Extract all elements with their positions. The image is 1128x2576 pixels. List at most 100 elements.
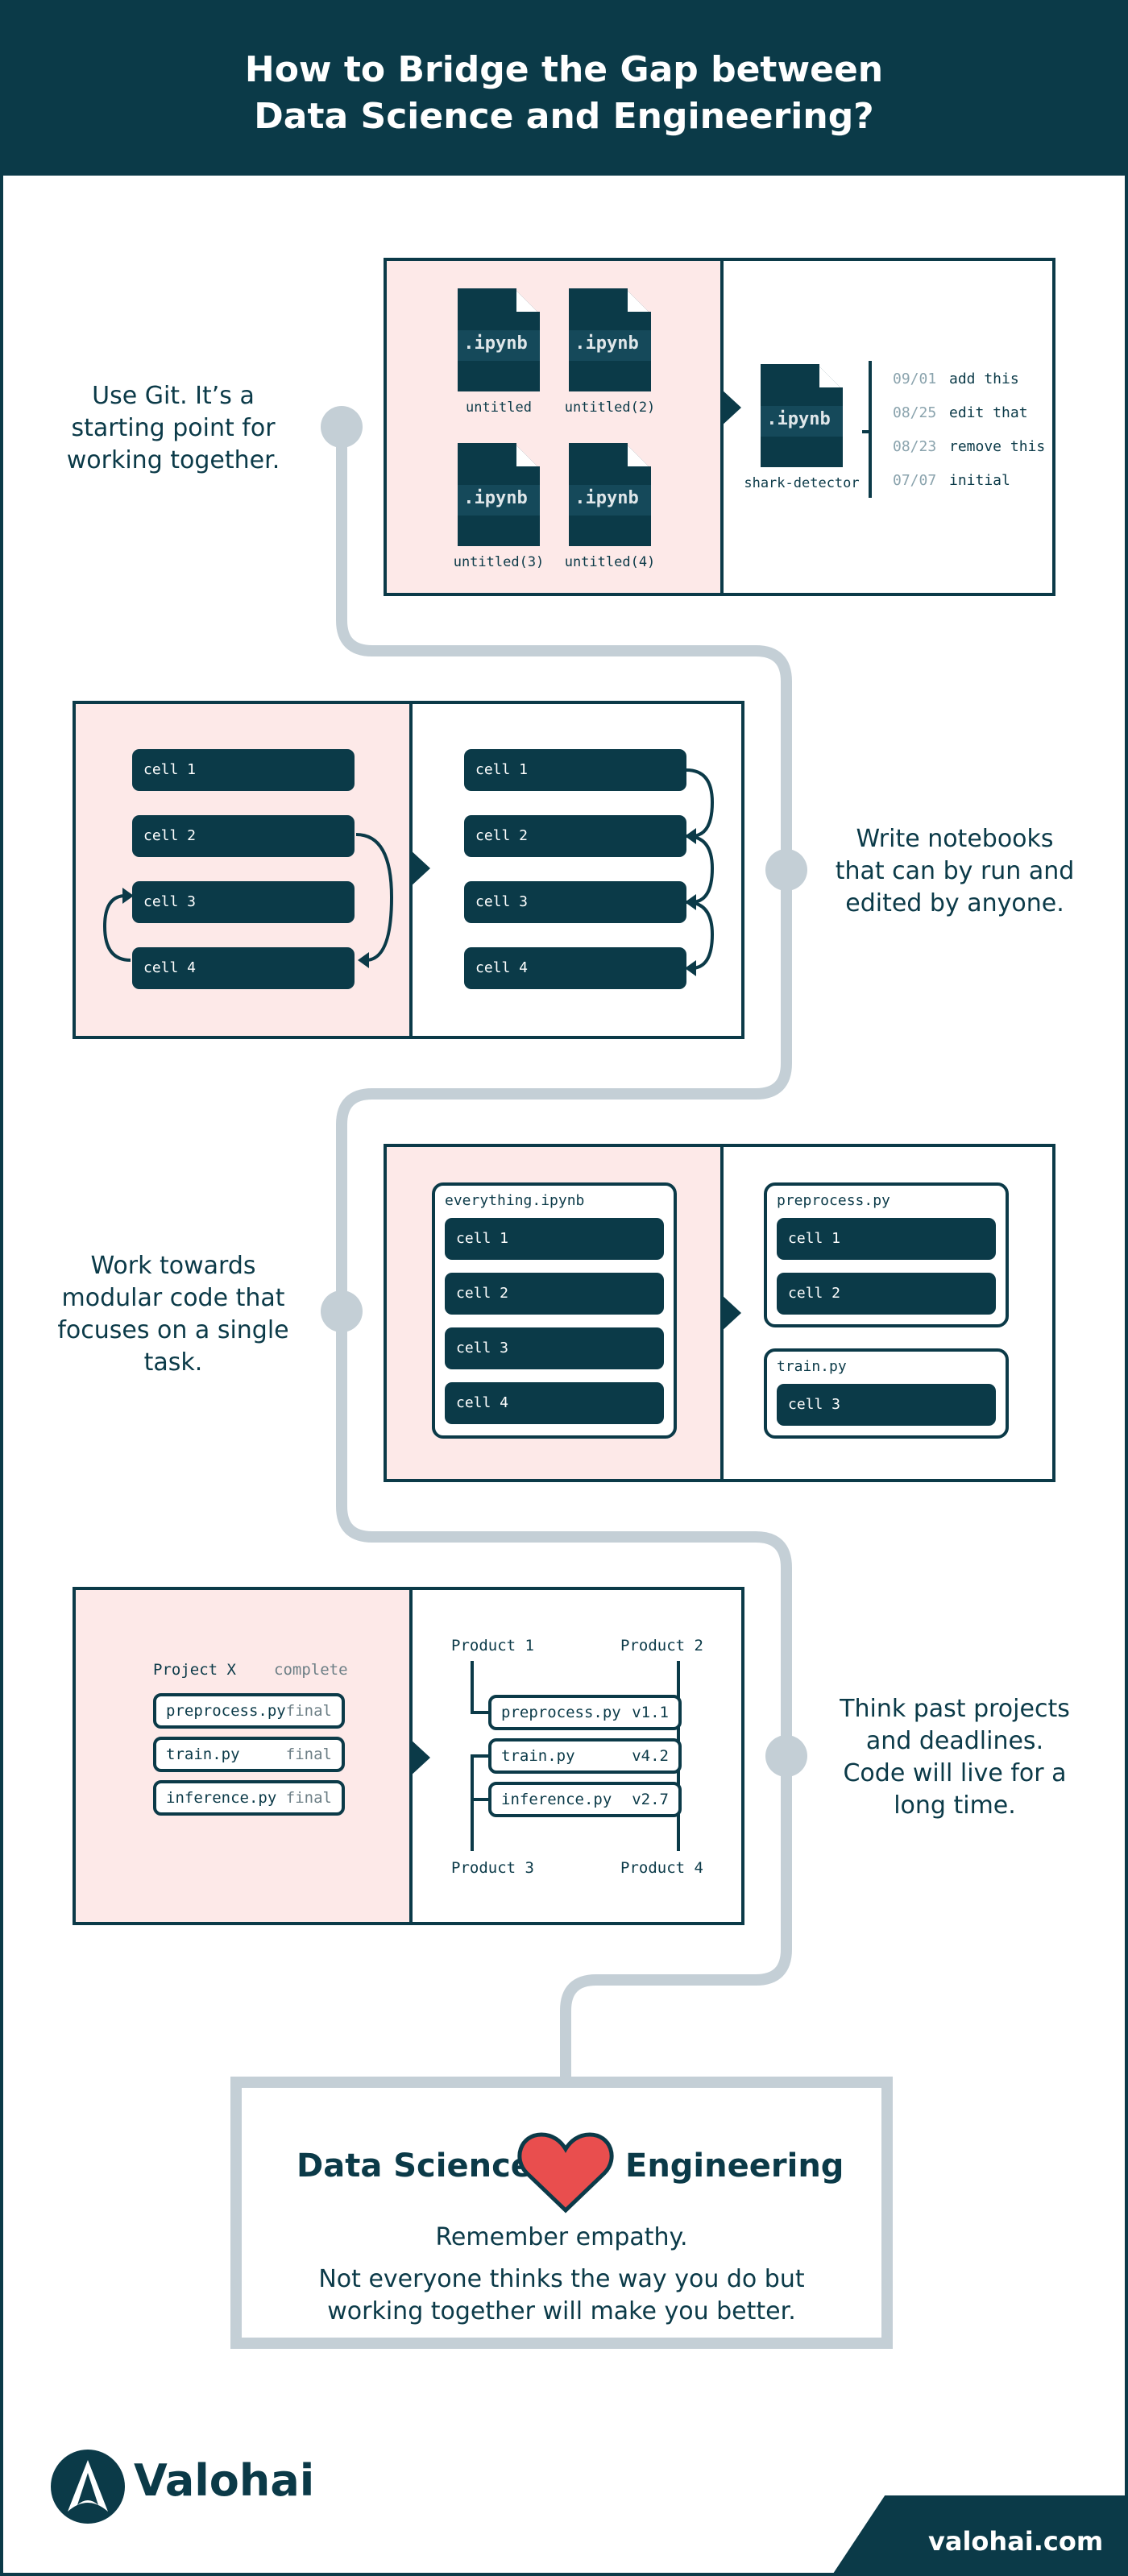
file-label: untitled(3) [453,554,545,570]
header-banner: How to Bridge the Gap between Data Scien… [0,0,1128,176]
title-line-1: How to Bridge the Gap between [244,49,884,90]
step-1-line-1: Use Git. It’s a [92,382,255,410]
empathy-box: Data Science Engineering Remember empath… [230,2077,893,2349]
notebook-cell: cell 3 [132,881,355,923]
notebook-cell: cell 3 [777,1384,996,1426]
file-label: untitled(2) [564,400,656,416]
product-label: Product 3 [451,1859,534,1877]
step-1-line-2: starting point for [71,414,276,442]
notebook-file-icon: .ipynb untitled(2) [565,285,655,416]
product-label: Product 4 [620,1859,703,1877]
step-4-text: Think past projects and deadlines. Code … [822,1693,1088,1822]
product-label: Product 2 [620,1637,703,1655]
commit-bracket [862,361,872,498]
engineering-label: Engineering [625,2147,844,2185]
file-ext: .ipynb [463,333,528,354]
module-name: preprocess.py [777,1192,890,1209]
step-4-line-3: Code will live for a [843,1759,1067,1787]
website-link[interactable]: valohai.com [928,2526,1104,2557]
module-train: train.py cell 3 [764,1348,1009,1439]
step-3-line-2: modular code that [61,1284,285,1312]
file-label: untitled [466,400,532,416]
step-2-text: Write notebooks that can by run and edit… [822,823,1088,920]
notebook-cell: cell 3 [464,881,686,923]
file-ext: .ipynb [574,488,639,508]
step-2-line-1: Write notebooks [856,825,1054,853]
merged-notebook-file-icon: .ipynb shark-detector [744,361,860,491]
footer-corner [831,2495,1128,2576]
notebook-cell: cell 3 [445,1327,664,1369]
brand-name: Valohai [134,2455,315,2506]
step-1-line-3: working together. [66,446,280,474]
notebook-name: everything.ipynb [445,1192,585,1209]
step-2-arrow [409,849,430,888]
in-order-arrows [685,768,715,976]
notebook-cell: cell 2 [464,815,686,857]
step-3-line-1: Work towards [90,1252,256,1280]
page-title: How to Bridge the Gap between Data Scien… [0,47,1128,140]
notebook-cell: cell 4 [464,947,686,989]
step-4-line-1: Think past projects [840,1695,1070,1723]
empathy-body-line-2: working together will make you better. [327,2297,796,2325]
heart-icon [517,2132,614,2214]
step-4-arrow [409,1738,430,1777]
notebook-cell: cell 4 [445,1382,664,1424]
file-label: shark-detector [744,475,860,491]
step-1-before [387,261,724,593]
notebook-cell: cell 2 [132,815,355,857]
step-2-panel: cell 1 cell 2 cell 3 cell 4 cell 1 cell … [73,701,744,1039]
step-3-panel: everything.ipynb cell 1 cell 2 cell 3 ce… [384,1144,1055,1482]
step-dot-1 [321,406,363,448]
step-dot-2 [765,849,807,891]
step-3-line-3: focuses on a single [57,1316,289,1344]
step-4-line-4: long time. [894,1791,1016,1820]
empathy-body-line-1: Not everyone thinks the way you do but [318,2265,805,2293]
file-ext: .ipynb [463,488,528,508]
notebook-everything: everything.ipynb cell 1 cell 2 cell 3 ce… [432,1182,677,1439]
notebook-file-icon: .ipynb untitled(3) [454,440,544,570]
file-ext: .ipynb [766,409,831,429]
step-dot-4 [765,1735,807,1777]
notebook-cell: cell 1 [464,749,686,791]
step-2-line-3: edited by anyone. [845,889,1064,917]
notebook-file-icon: .ipynb untitled [454,285,543,416]
module-name: train.py [777,1358,847,1375]
step-dot-3 [321,1290,363,1332]
step-4-line-2: and deadlines. [865,1727,1044,1755]
title-line-2: Data Science and Engineering? [254,96,874,137]
notebook-cell: cell 2 [445,1273,664,1315]
step-1-arrow [720,388,741,427]
notebook-cell: cell 1 [132,749,355,791]
project-status: complete [274,1661,348,1679]
product-label: Product 1 [451,1637,534,1655]
notebook-cell: cell 1 [445,1218,664,1260]
empathy-body: Not everyone thinks the way you do but w… [242,2263,881,2328]
step-1-panel: .ipynb untitled .ipynb untitled(2) .ipyn… [384,258,1055,596]
step-1-text: Use Git. It’s a starting point for worki… [40,380,306,477]
valohai-logo-icon [51,2450,125,2524]
step-3-arrow [720,1294,741,1332]
step-3-text: Work towards modular code that focuses o… [40,1250,306,1379]
module-preprocess: preprocess.py cell 1 cell 2 [764,1182,1009,1327]
notebook-cell: cell 2 [777,1273,996,1315]
step-2-line-2: that can by run and [835,857,1075,885]
notebook-cell: cell 4 [132,947,355,989]
step-3-line-4: task. [143,1348,203,1377]
project-name: Project X [153,1661,236,1679]
empathy-heading: Remember empathy. [435,2223,688,2251]
notebook-file-icon: .ipynb untitled(4) [565,440,655,570]
file-label: untitled(4) [564,554,656,570]
